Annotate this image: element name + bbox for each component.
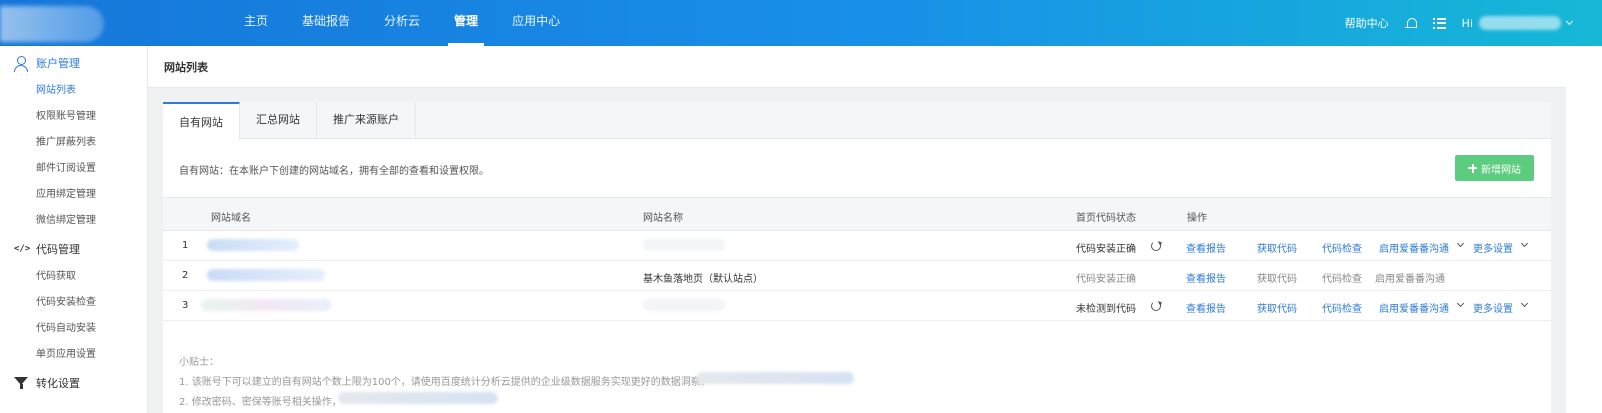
site-name-redacted bbox=[643, 299, 725, 311]
link-redacted[interactable] bbox=[338, 392, 498, 404]
table-row: 2 基木鱼落地页（默认站点） 代码安装正确 查看报告 获取代码 代码检查 启用爱… bbox=[163, 261, 1551, 291]
plus-icon bbox=[1468, 163, 1477, 173]
code-status: 代码安装正确 bbox=[1076, 274, 1136, 285]
sidebar-item-website-list[interactable]: 网站列表 bbox=[36, 85, 76, 96]
tip-item: 1. 该账号下可以建立的自有网站个数上限为100个，请使用百度统计分析云提供的企… bbox=[179, 377, 711, 388]
sidebar-item-promotion-block[interactable]: 推广屏蔽列表 bbox=[36, 137, 96, 148]
bell-icon[interactable] bbox=[1404, 17, 1417, 30]
logo[interactable] bbox=[0, 6, 104, 42]
code-check-link: 代码检查 bbox=[1322, 274, 1362, 285]
sidebar-group-label: 代码管理 bbox=[36, 243, 80, 256]
add-website-button[interactable]: 新增网站 bbox=[1455, 155, 1534, 181]
main-nav: 主页 基础报告 分析云 管理 应用中心 bbox=[230, 0, 580, 46]
code-check-link[interactable]: 代码检查 bbox=[1322, 244, 1362, 255]
tab-description: 自有网站：在本账户下创建的网站域名，拥有全部的查看和设置权限。 bbox=[179, 166, 489, 177]
username-redacted bbox=[1479, 16, 1561, 30]
sidebar-group-account[interactable]: 账户管理 bbox=[0, 48, 147, 78]
sidebar-item-permission-accounts[interactable]: 权限账号管理 bbox=[36, 111, 96, 122]
nav-manage[interactable]: 管理 bbox=[440, 0, 492, 46]
refresh-icon[interactable] bbox=[1151, 301, 1161, 311]
enable-aifanfan-link[interactable]: 启用爱番番沟通 bbox=[1379, 304, 1449, 315]
tab-promotion-accounts[interactable]: 推广来源账户 bbox=[317, 102, 416, 139]
header-code-status: 首页代码状态 bbox=[1076, 213, 1136, 224]
code-check-link[interactable]: 代码检查 bbox=[1322, 304, 1362, 315]
help-center-link[interactable]: 帮助中心 bbox=[1344, 17, 1389, 30]
top-right-tools: 帮助中心 Hi bbox=[1344, 0, 1574, 46]
nav-analysis-cloud[interactable]: 分析云 bbox=[384, 14, 421, 28]
list-icon[interactable] bbox=[1432, 17, 1446, 29]
tab-bar: 自有网站 汇总网站 推广来源账户 bbox=[163, 102, 1551, 140]
row-index: 1 bbox=[182, 240, 189, 251]
tab-own-sites[interactable]: 自有网站 bbox=[163, 102, 240, 140]
add-website-label: 新增网站 bbox=[1481, 164, 1521, 176]
chevron-down-icon bbox=[1565, 17, 1574, 26]
greeting: Hi bbox=[1461, 16, 1473, 30]
code-status: 未检测到代码 bbox=[1076, 304, 1136, 315]
refresh-icon[interactable] bbox=[1151, 241, 1161, 251]
sidebar-group-label: 账户管理 bbox=[36, 57, 80, 70]
sidebar-item-wechat-binding[interactable]: 微信绑定管理 bbox=[36, 215, 96, 226]
sidebar-item-mail-subscription[interactable]: 邮件订阅设置 bbox=[36, 163, 96, 174]
sidebar-item-app-binding[interactable]: 应用绑定管理 bbox=[36, 189, 96, 200]
chevron-down-icon[interactable] bbox=[1520, 239, 1529, 248]
website-panel: 自有网站 汇总网站 推广来源账户 自有网站：在本账户下创建的网站域名，拥有全部的… bbox=[163, 102, 1551, 413]
sidebar-item-get-code[interactable]: 代码获取 bbox=[36, 271, 76, 282]
code-icon: </> bbox=[14, 244, 31, 254]
link-redacted[interactable] bbox=[696, 372, 854, 384]
table-row: 3 未检测到代码 查看报告 获取代码 代码检查 启用爱番番沟通 更多设置 bbox=[163, 291, 1551, 321]
chevron-down-icon[interactable] bbox=[1520, 299, 1529, 308]
get-code-link[interactable]: 获取代码 bbox=[1257, 304, 1297, 315]
sidebar-item-auto-install[interactable]: 代码自动安装 bbox=[36, 323, 96, 334]
tab-summary-sites[interactable]: 汇总网站 bbox=[240, 102, 317, 139]
sidebar-group-code[interactable]: </> 代码管理 bbox=[0, 234, 147, 264]
right-gutter bbox=[1566, 46, 1602, 413]
table-row: 1 代码安装正确 查看报告 获取代码 代码检查 启用爱番番沟通 更多设置 bbox=[163, 231, 1551, 261]
sidebar-group-label: 转化设置 bbox=[36, 377, 80, 390]
enable-aifanfan-link: 启用爱番番沟通 bbox=[1375, 274, 1445, 285]
page-title: 网站列表 bbox=[164, 61, 208, 74]
user-menu[interactable]: Hi bbox=[1461, 16, 1574, 30]
filter-icon bbox=[14, 376, 28, 390]
sidebar-item-code-check[interactable]: 代码安装检查 bbox=[36, 297, 96, 308]
header-name: 网站名称 bbox=[643, 213, 683, 224]
nav-basic-report[interactable]: 基础报告 bbox=[302, 14, 351, 28]
header-domain: 网站域名 bbox=[211, 213, 251, 224]
sidebar: 账户管理 网站列表 权限账号管理 推广屏蔽列表 邮件订阅设置 应用绑定管理 微信… bbox=[0, 46, 148, 413]
domain-redacted bbox=[201, 299, 331, 311]
view-report-link[interactable]: 查看报告 bbox=[1186, 244, 1226, 255]
view-report-link[interactable]: 查看报告 bbox=[1186, 274, 1226, 285]
page-header: 网站列表 bbox=[148, 46, 1566, 88]
get-code-link: 获取代码 bbox=[1257, 274, 1297, 285]
enable-aifanfan-link[interactable]: 启用爱番番沟通 bbox=[1379, 244, 1449, 255]
nav-home[interactable]: 主页 bbox=[244, 14, 269, 28]
top-bar: 主页 基础报告 分析云 管理 应用中心 帮助中心 Hi bbox=[0, 0, 1602, 46]
row-index: 3 bbox=[182, 300, 189, 311]
get-code-link[interactable]: 获取代码 bbox=[1257, 244, 1297, 255]
code-status: 代码安装正确 bbox=[1076, 244, 1136, 255]
site-name-redacted bbox=[643, 239, 725, 251]
table-header: 网站域名 网站名称 首页代码状态 操作 bbox=[163, 197, 1551, 231]
site-name: 基木鱼落地页（默认站点） bbox=[643, 274, 763, 285]
more-settings-link[interactable]: 更多设置 bbox=[1473, 304, 1513, 315]
sidebar-group-conversion[interactable]: 转化设置 bbox=[0, 368, 147, 398]
view-report-link[interactable]: 查看报告 bbox=[1186, 304, 1226, 315]
tips-title: 小贴士： bbox=[179, 357, 219, 368]
row-index: 2 bbox=[182, 270, 189, 281]
domain-redacted bbox=[207, 269, 325, 281]
chevron-down-icon[interactable] bbox=[1456, 239, 1465, 248]
header-actions: 操作 bbox=[1187, 213, 1207, 224]
domain-redacted bbox=[207, 239, 299, 251]
chevron-down-icon[interactable] bbox=[1456, 299, 1465, 308]
nav-app-center[interactable]: 应用中心 bbox=[512, 14, 561, 28]
sidebar-item-spa-settings[interactable]: 单页应用设置 bbox=[36, 349, 96, 360]
more-settings-link[interactable]: 更多设置 bbox=[1473, 244, 1513, 255]
user-icon bbox=[14, 56, 28, 72]
tip-item: 2. 修改密码、密保等账号相关操作， bbox=[179, 397, 342, 408]
